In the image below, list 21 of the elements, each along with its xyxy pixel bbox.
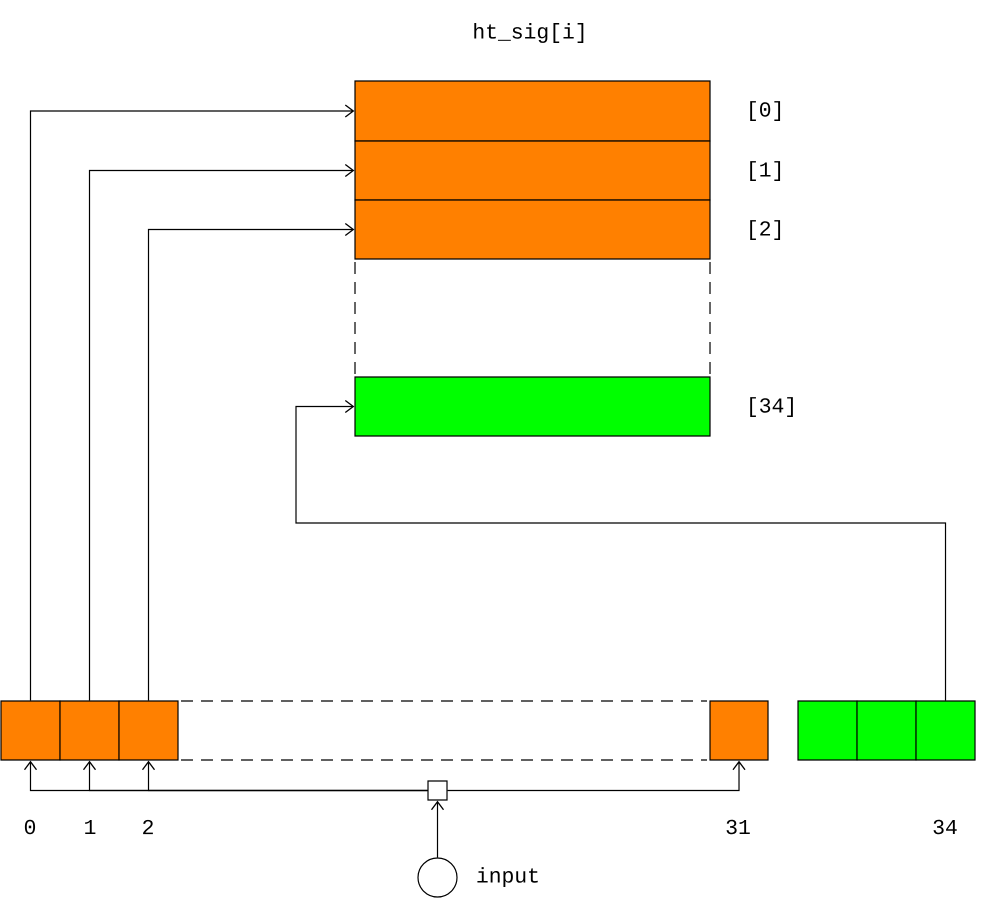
index-label: 0	[24, 820, 36, 834]
arrow	[448, 760, 746, 792]
index-label: [1]	[750, 161, 780, 181]
index-label: 1	[85, 820, 96, 834]
index-label: 2	[143, 820, 153, 834]
arrow	[88, 164, 354, 700]
splitter-square	[427, 780, 448, 801]
index-label: 34	[934, 820, 957, 834]
title: ht_sig[i]	[474, 23, 584, 43]
arrow	[148, 222, 354, 700]
index-label: [34]	[750, 397, 793, 417]
arrow	[30, 104, 354, 700]
arrow	[430, 800, 444, 858]
arrow	[295, 400, 946, 700]
index-label: [0]	[750, 101, 780, 121]
index-label: input	[477, 867, 538, 887]
index-label: [2]	[750, 220, 780, 240]
bit-cell	[856, 700, 917, 761]
index-label: 31	[726, 820, 750, 834]
bit-cell	[797, 700, 858, 761]
arrow	[142, 760, 428, 792]
